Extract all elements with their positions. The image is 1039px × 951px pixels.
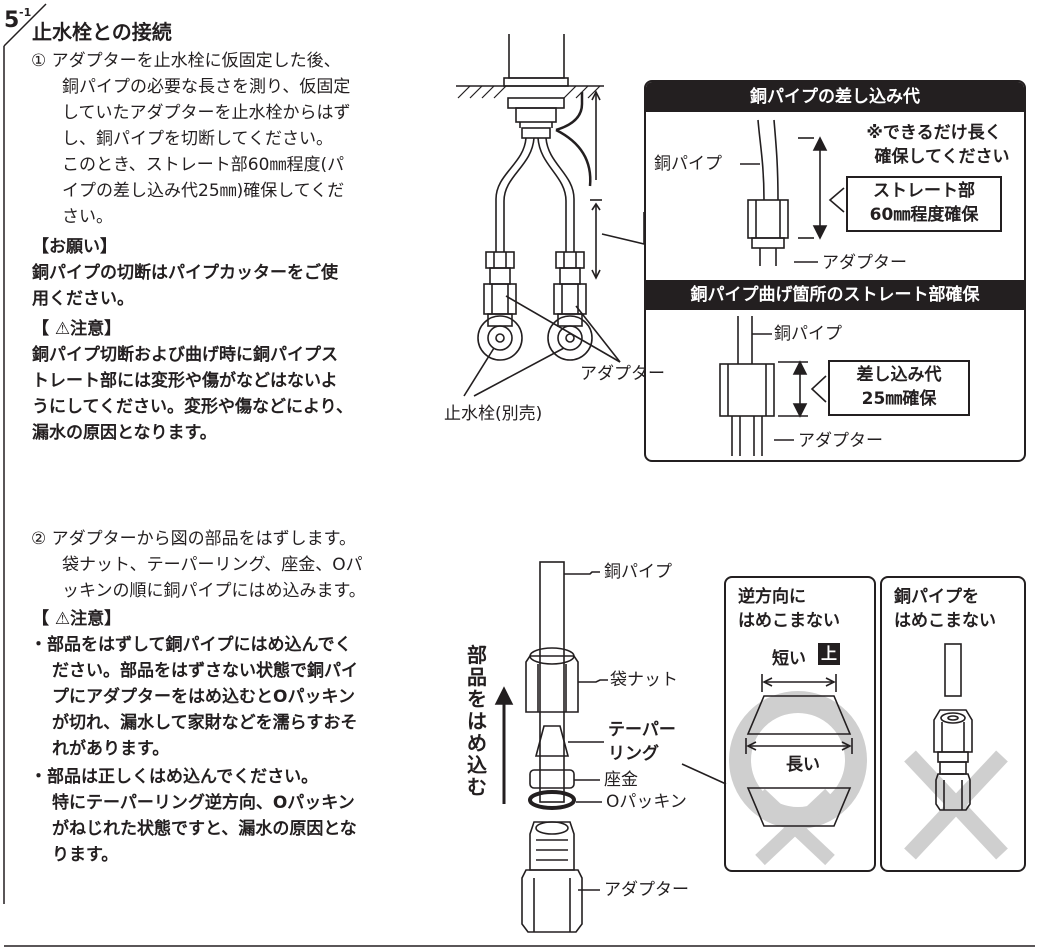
- detail-box: [644, 80, 1026, 462]
- step2-line: ッキンの順に銅パイプにはめ込みます。: [62, 581, 366, 601]
- caution-line: が切れ、漏水して家財などを濡らすおそ: [52, 713, 358, 733]
- wrong1-drawing: [729, 674, 867, 866]
- request-line: 用ください。: [32, 289, 134, 309]
- step1-line: このとき、ストレート部60㎜程度(パ: [62, 155, 345, 175]
- fig2-adapter-label: アダプター: [604, 880, 689, 900]
- request-title: 【お願い】: [32, 237, 117, 257]
- caution-line: 漏水の原因となります。: [32, 423, 217, 443]
- fig2-nut-label: 袋ナット: [610, 670, 678, 690]
- section-sub-number: -1: [19, 6, 32, 19]
- fig1-valve-label: 止水栓(別売): [444, 404, 543, 424]
- detail1-callout-box: [846, 176, 1002, 232]
- caution-line: ります。: [52, 845, 119, 865]
- step1-line: さい。: [62, 207, 113, 227]
- caution-line: ・部品は正しくはめ込んでください。: [30, 767, 319, 787]
- fig2-washer-label: 座金: [604, 770, 638, 790]
- detail1-box-line: ストレート部: [873, 181, 975, 201]
- caution-title: 【 ⚠注意】: [32, 609, 122, 629]
- long-label: 長い: [782, 750, 824, 775]
- vertical-char: を: [467, 687, 487, 711]
- detail1-note-line: ※できるだけ長く: [866, 123, 1002, 143]
- wrong1-title-line: はめこまない: [738, 611, 840, 631]
- wrong2-drawing: [904, 643, 1008, 860]
- step1-line: 銅パイプの必要な長さを測り、仮固定: [62, 77, 351, 97]
- section-title: 止水栓との接続: [32, 20, 172, 44]
- fig2-pipe-label: 銅パイプ: [604, 562, 672, 582]
- wrong2-title-line: 銅パイプを: [894, 587, 979, 607]
- step2-line: ② アダプターから図の部品をはずします。: [31, 529, 356, 549]
- caution-line: 銅パイプ切断および曲げ時に銅パイプス: [32, 345, 338, 365]
- detail1-header: 銅パイプの差し込み代: [646, 82, 1024, 112]
- step1-line: し、銅パイプを切断してください。: [62, 129, 333, 149]
- detail1-note-line: 確保してください: [874, 147, 1010, 167]
- step1-line: イプの差し込み代25㎜)確保してくだ: [62, 181, 345, 201]
- detail2-adapter-label: アダプター: [798, 431, 883, 451]
- parts-figure: [494, 561, 727, 933]
- vertical-char: は: [467, 709, 487, 733]
- caution-line: れがあります。: [52, 739, 170, 759]
- caution-line: プにアダプターをはめ込むとOパッキン: [52, 687, 355, 707]
- fig2-packing-label: Oパッキン: [606, 792, 687, 812]
- caution-line: ださい。部品をはずさない状態で銅パイ: [52, 661, 358, 681]
- vertical-char: 品: [467, 665, 487, 689]
- detail2-box-line: 25㎜確保: [861, 389, 937, 409]
- caution-line: うにしてください。変形や傷などにより、: [32, 397, 353, 417]
- detail2-header: 銅パイプ曲げ箇所のストレート部確保: [646, 280, 1024, 310]
- detail2-callout-box: [828, 360, 970, 416]
- request-line: 銅パイプの切断はパイプカッターをご使: [32, 263, 338, 283]
- fig2-taper-label: テーパー: [608, 720, 676, 740]
- vertical-char: 部: [467, 643, 487, 667]
- detail1-box-line: 60㎜程度確保: [869, 205, 979, 225]
- frame-lines: [3, 3, 1035, 947]
- detail2-box-line: 差し込み代: [856, 365, 942, 385]
- caution-line: がねじれた状態ですと、漏水の原因とな: [52, 819, 357, 839]
- short-label: 短い: [772, 649, 806, 669]
- wrong-direction-box: [724, 576, 876, 872]
- detail1-drawing: [740, 119, 845, 266]
- detail2-drawing: [719, 316, 827, 456]
- wrong1-title-line: 逆方向に: [738, 587, 806, 607]
- vertical-char: む: [467, 775, 487, 799]
- detail2-pipe-label: 銅パイプ: [774, 324, 842, 344]
- top-badge: 上: [818, 643, 840, 665]
- detail1-adapter-label: アダプター: [822, 253, 907, 273]
- caution-line: ・部品をはずして銅パイプにはめ込んでく: [30, 635, 352, 655]
- caution-line: 特にテーパーリング逆方向、Oパッキン: [52, 793, 355, 813]
- fig2-taper-label: リング: [608, 744, 659, 764]
- section-number: 5: [4, 8, 20, 33]
- caution-title: 【 ⚠注意】: [32, 319, 122, 339]
- caution-line: トレート部には変形や傷がなどはないよ: [32, 371, 338, 391]
- vertical-char: め: [467, 731, 487, 755]
- fig1-adapter-label: アダプター: [580, 364, 665, 384]
- step1-line: ① アダプターを止水栓に仮固定した後、: [31, 51, 341, 71]
- faucet-figure: [456, 34, 645, 397]
- wrong2-title-line: はめこまない: [894, 611, 996, 631]
- step1-line: していたアダプターを止水栓からはず: [62, 103, 351, 123]
- wrong-pipe-box: [880, 576, 1026, 872]
- vertical-char: 込: [467, 753, 487, 777]
- step2-line: 袋ナット、テーパーリング、座金、Oパ: [62, 555, 363, 575]
- detail1-pipe-label: 銅パイプ: [654, 154, 722, 174]
- page: 5 -1 止水栓との接続 ① アダプターを止水栓に仮固定した後、 銅パイプの必要…: [3, 3, 1035, 947]
